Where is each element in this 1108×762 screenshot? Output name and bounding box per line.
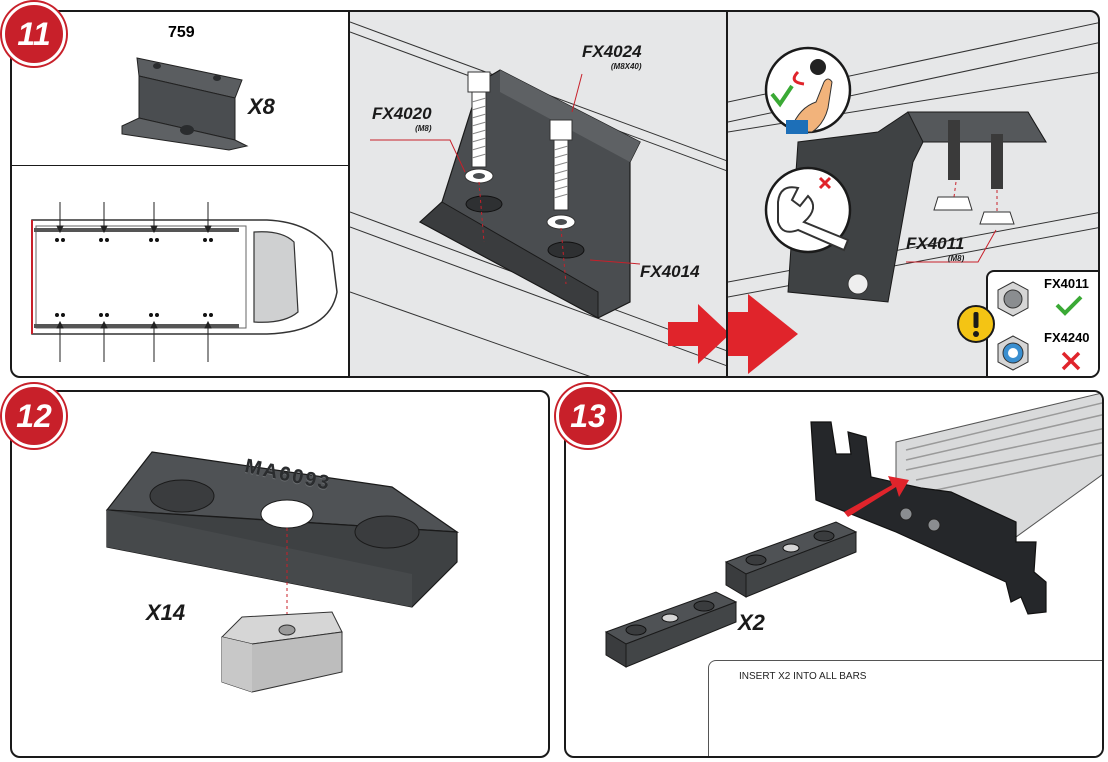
next-arrow-icon <box>668 304 726 364</box>
nut-comparison-box: FX4011 FX4240 <box>986 270 1098 376</box>
part-fx4014-label: FX4014 <box>640 262 700 281</box>
spacer-block-illustration <box>105 451 460 693</box>
bracket-illustration <box>121 57 249 151</box>
step-12-badge: 12 <box>2 384 66 448</box>
nut-tightening-illustration <box>728 22 1098 374</box>
part-fx4020-label: FX4020 (M8) <box>372 104 432 133</box>
correct-nut-code: FX4011 <box>1044 276 1089 291</box>
step-11-left-panel: 759 X8 <box>10 10 350 378</box>
part-fx4011-label: FX4011 (M8) <box>906 234 965 263</box>
bracket-quantity: X8 <box>248 94 275 119</box>
van-top-view-diagram <box>31 202 338 362</box>
step-13-panel: X2 INSERT X2 INTO ALL BARS <box>564 390 1104 758</box>
insert-quantity: X2 <box>738 610 765 635</box>
nylock-nut-icon <box>997 281 1029 317</box>
spacer-quantity: X14 <box>146 600 186 625</box>
step-12-panel: MA6093 X14 <box>10 390 550 758</box>
blue-nylock-nut-icon <box>997 335 1029 371</box>
note-box: INSERT X2 INTO ALL BARS <box>708 660 1102 756</box>
step-11-right-panel: FX4011 (M8) FX4011 FX4240 <box>726 10 1100 378</box>
step-13-badge: 13 <box>556 384 620 448</box>
step-11-middle-panel: FX4024 (M8X40) FX4020 (M8) FX4014 <box>348 10 728 378</box>
bracket-code: 759 <box>168 24 195 41</box>
checkmark-icon <box>1055 295 1083 316</box>
bar-insert-illustration <box>604 392 1102 668</box>
note-text: INSERT X2 INTO ALL BARS <box>739 671 867 682</box>
part-fx4024-label: FX4024 (M8X40) <box>582 42 642 71</box>
cross-icon <box>1061 351 1081 371</box>
bracket-bolt-assembly-illustration <box>350 21 726 376</box>
warning-icon <box>957 305 995 343</box>
divider <box>12 165 348 166</box>
incorrect-nut-code: FX4240 <box>1044 330 1090 345</box>
step-11-badge: 11 <box>2 2 66 66</box>
